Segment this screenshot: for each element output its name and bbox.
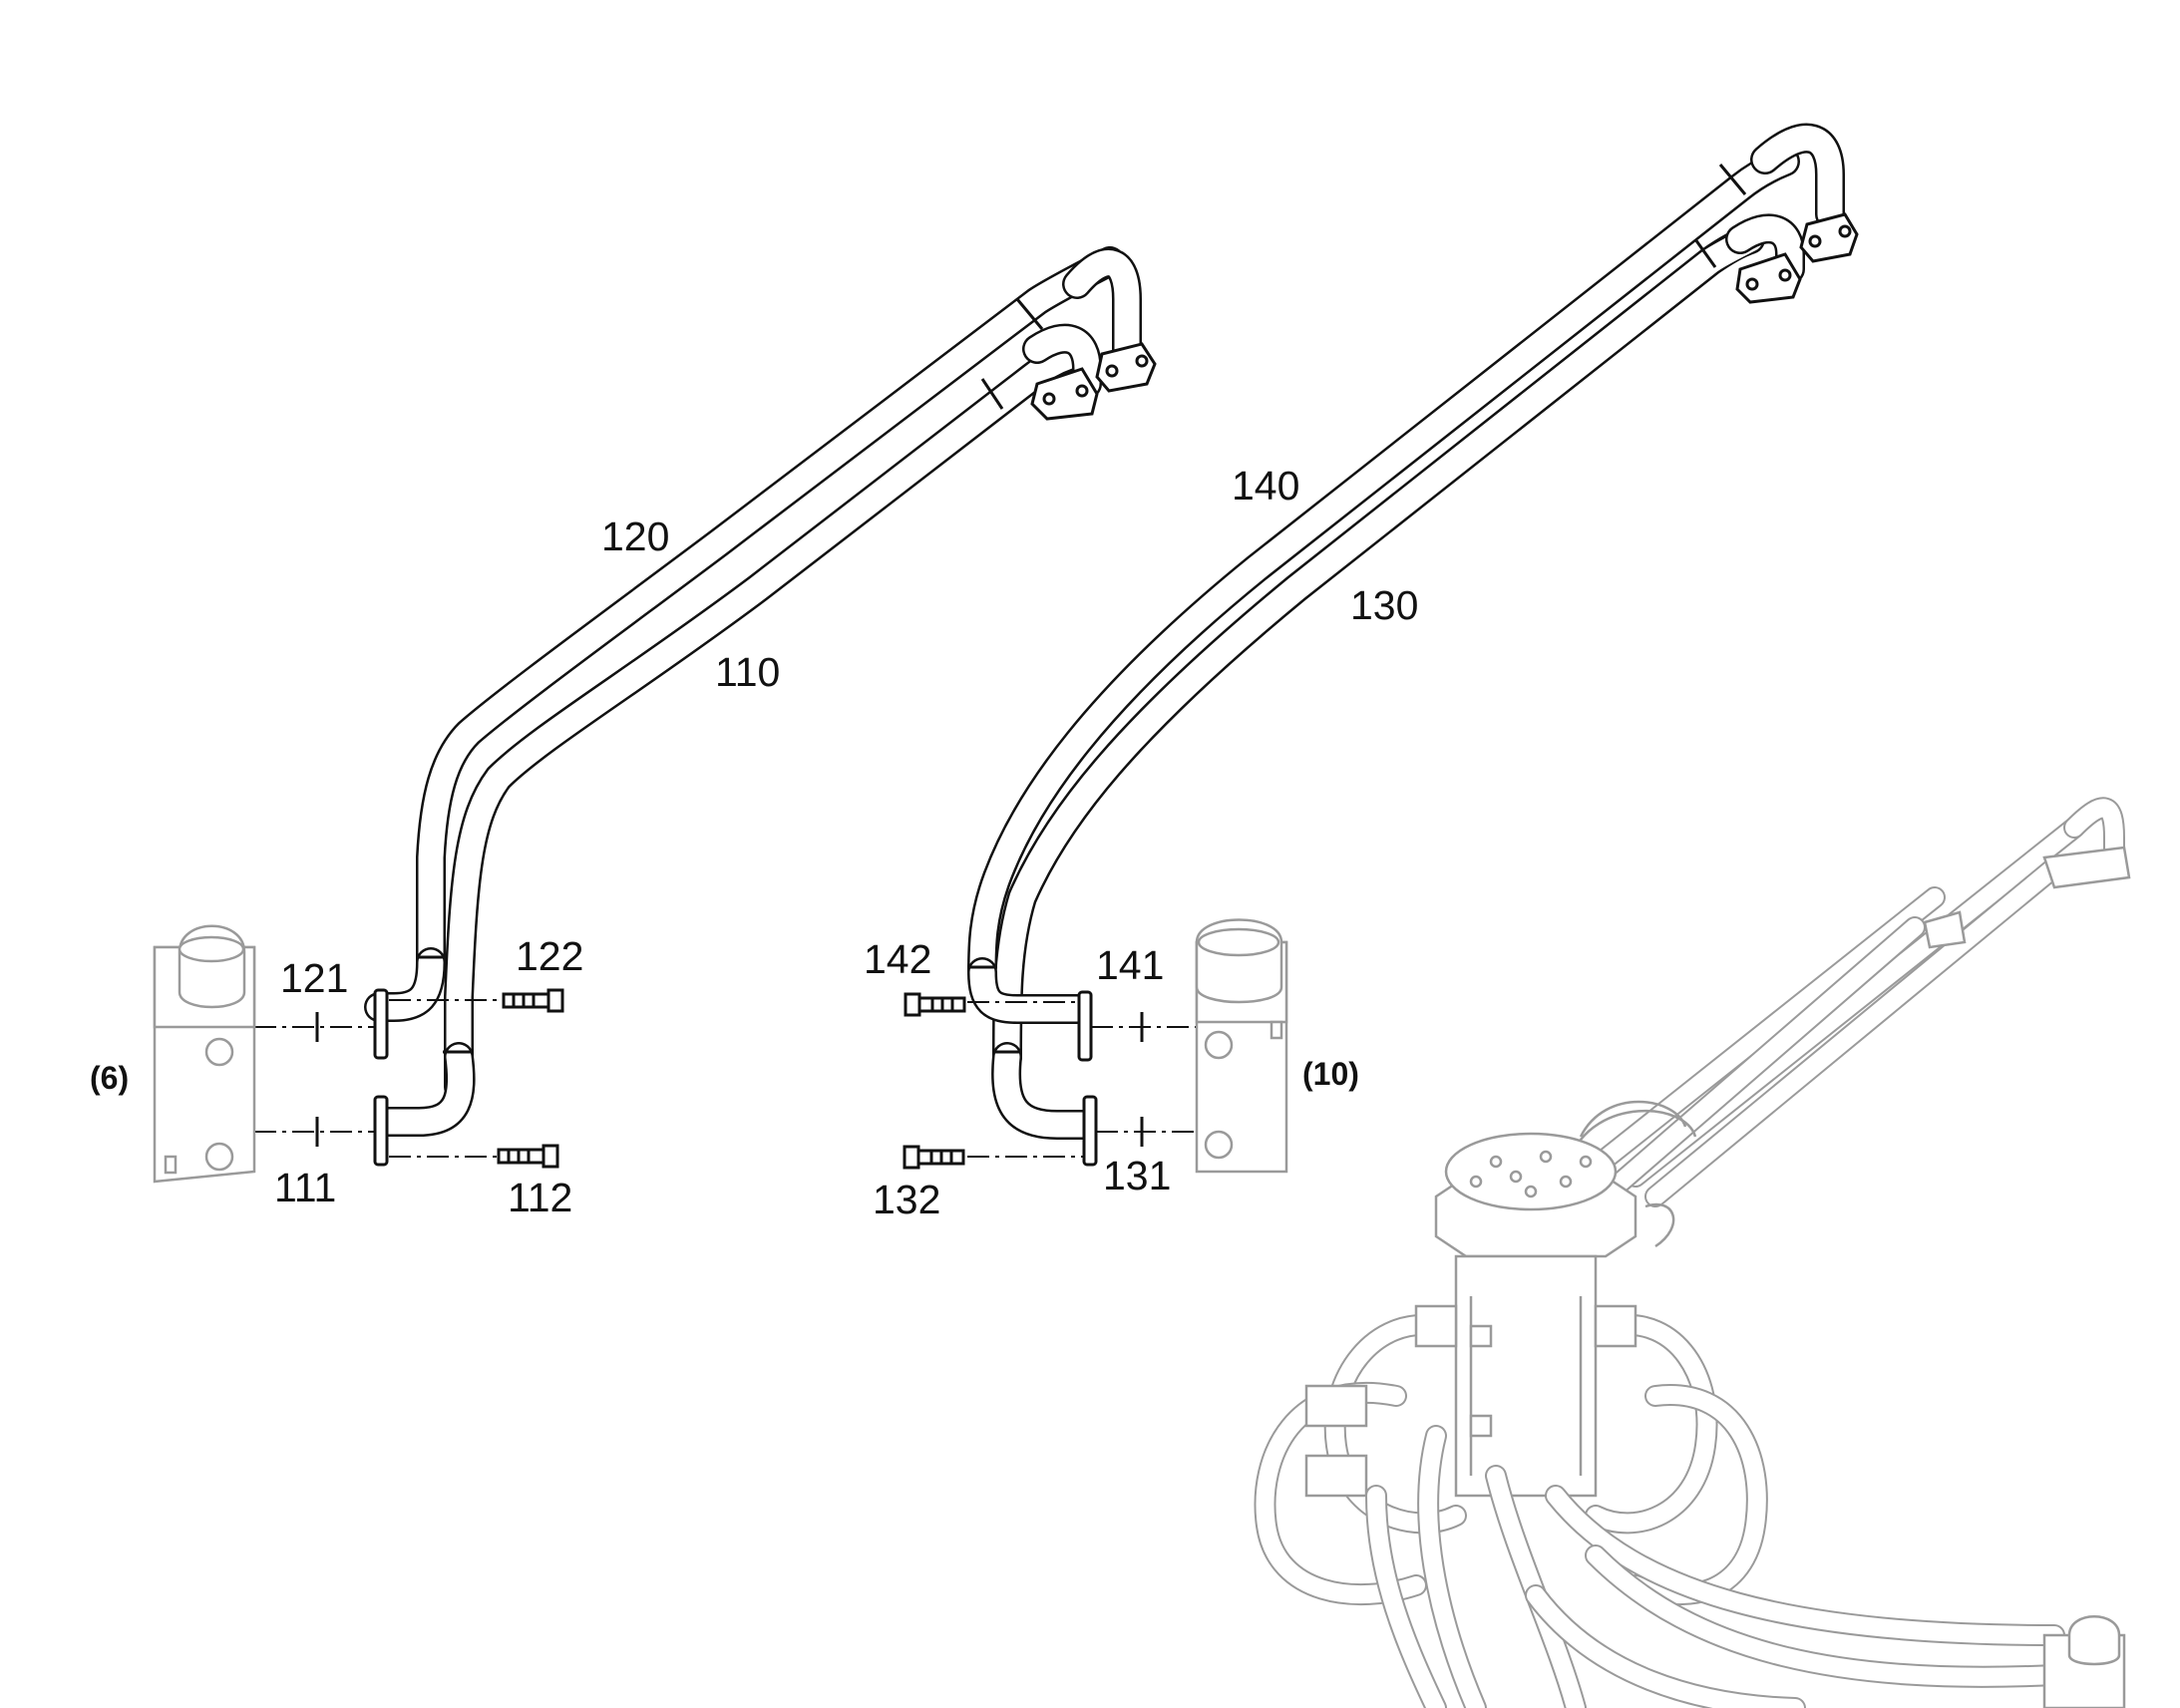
part-labels: 120 110 140 130 121 111 122 112 142 132 … xyxy=(90,463,1418,1222)
label-142: 142 xyxy=(864,936,931,982)
flange-120-top xyxy=(1095,342,1157,393)
flange-130-bottom xyxy=(1082,1095,1098,1167)
flange-120-bottom xyxy=(373,988,389,1060)
label-112: 112 xyxy=(508,1175,572,1220)
label-140: 140 xyxy=(1232,463,1299,509)
screw-122 xyxy=(502,988,564,1013)
valve-block-6 xyxy=(153,924,256,1184)
hose-pair-130-140 xyxy=(903,123,1859,1170)
label-ref-10: (10) xyxy=(1302,1056,1359,1092)
label-131: 131 xyxy=(1103,1153,1171,1198)
flange-110-bottom xyxy=(373,1095,389,1167)
hose-140-body xyxy=(969,149,1798,985)
label-111: 111 xyxy=(274,1165,336,1210)
label-141: 141 xyxy=(1096,942,1164,988)
hose-130-body xyxy=(994,226,1763,1070)
valve-block-10 xyxy=(1195,918,1288,1174)
slewing-unit-background xyxy=(1254,797,2131,1708)
flange-140-bottom xyxy=(1077,990,1093,1062)
flange-140-top xyxy=(1799,212,1859,263)
screw-132 xyxy=(903,1145,965,1170)
label-132: 132 xyxy=(873,1177,940,1222)
screw-142 xyxy=(904,992,966,1017)
hose-120-body xyxy=(418,248,1123,975)
flange-110-top xyxy=(1030,367,1099,421)
label-121: 121 xyxy=(280,955,348,1001)
label-130: 130 xyxy=(1350,582,1418,628)
hose-pair-110-120 xyxy=(254,246,1157,1169)
label-110: 110 xyxy=(715,649,780,695)
label-122: 122 xyxy=(516,933,583,979)
hose-110-body xyxy=(446,341,1090,1100)
label-ref-6: (6) xyxy=(90,1060,129,1096)
label-120: 120 xyxy=(601,513,669,559)
screw-112 xyxy=(497,1144,559,1169)
